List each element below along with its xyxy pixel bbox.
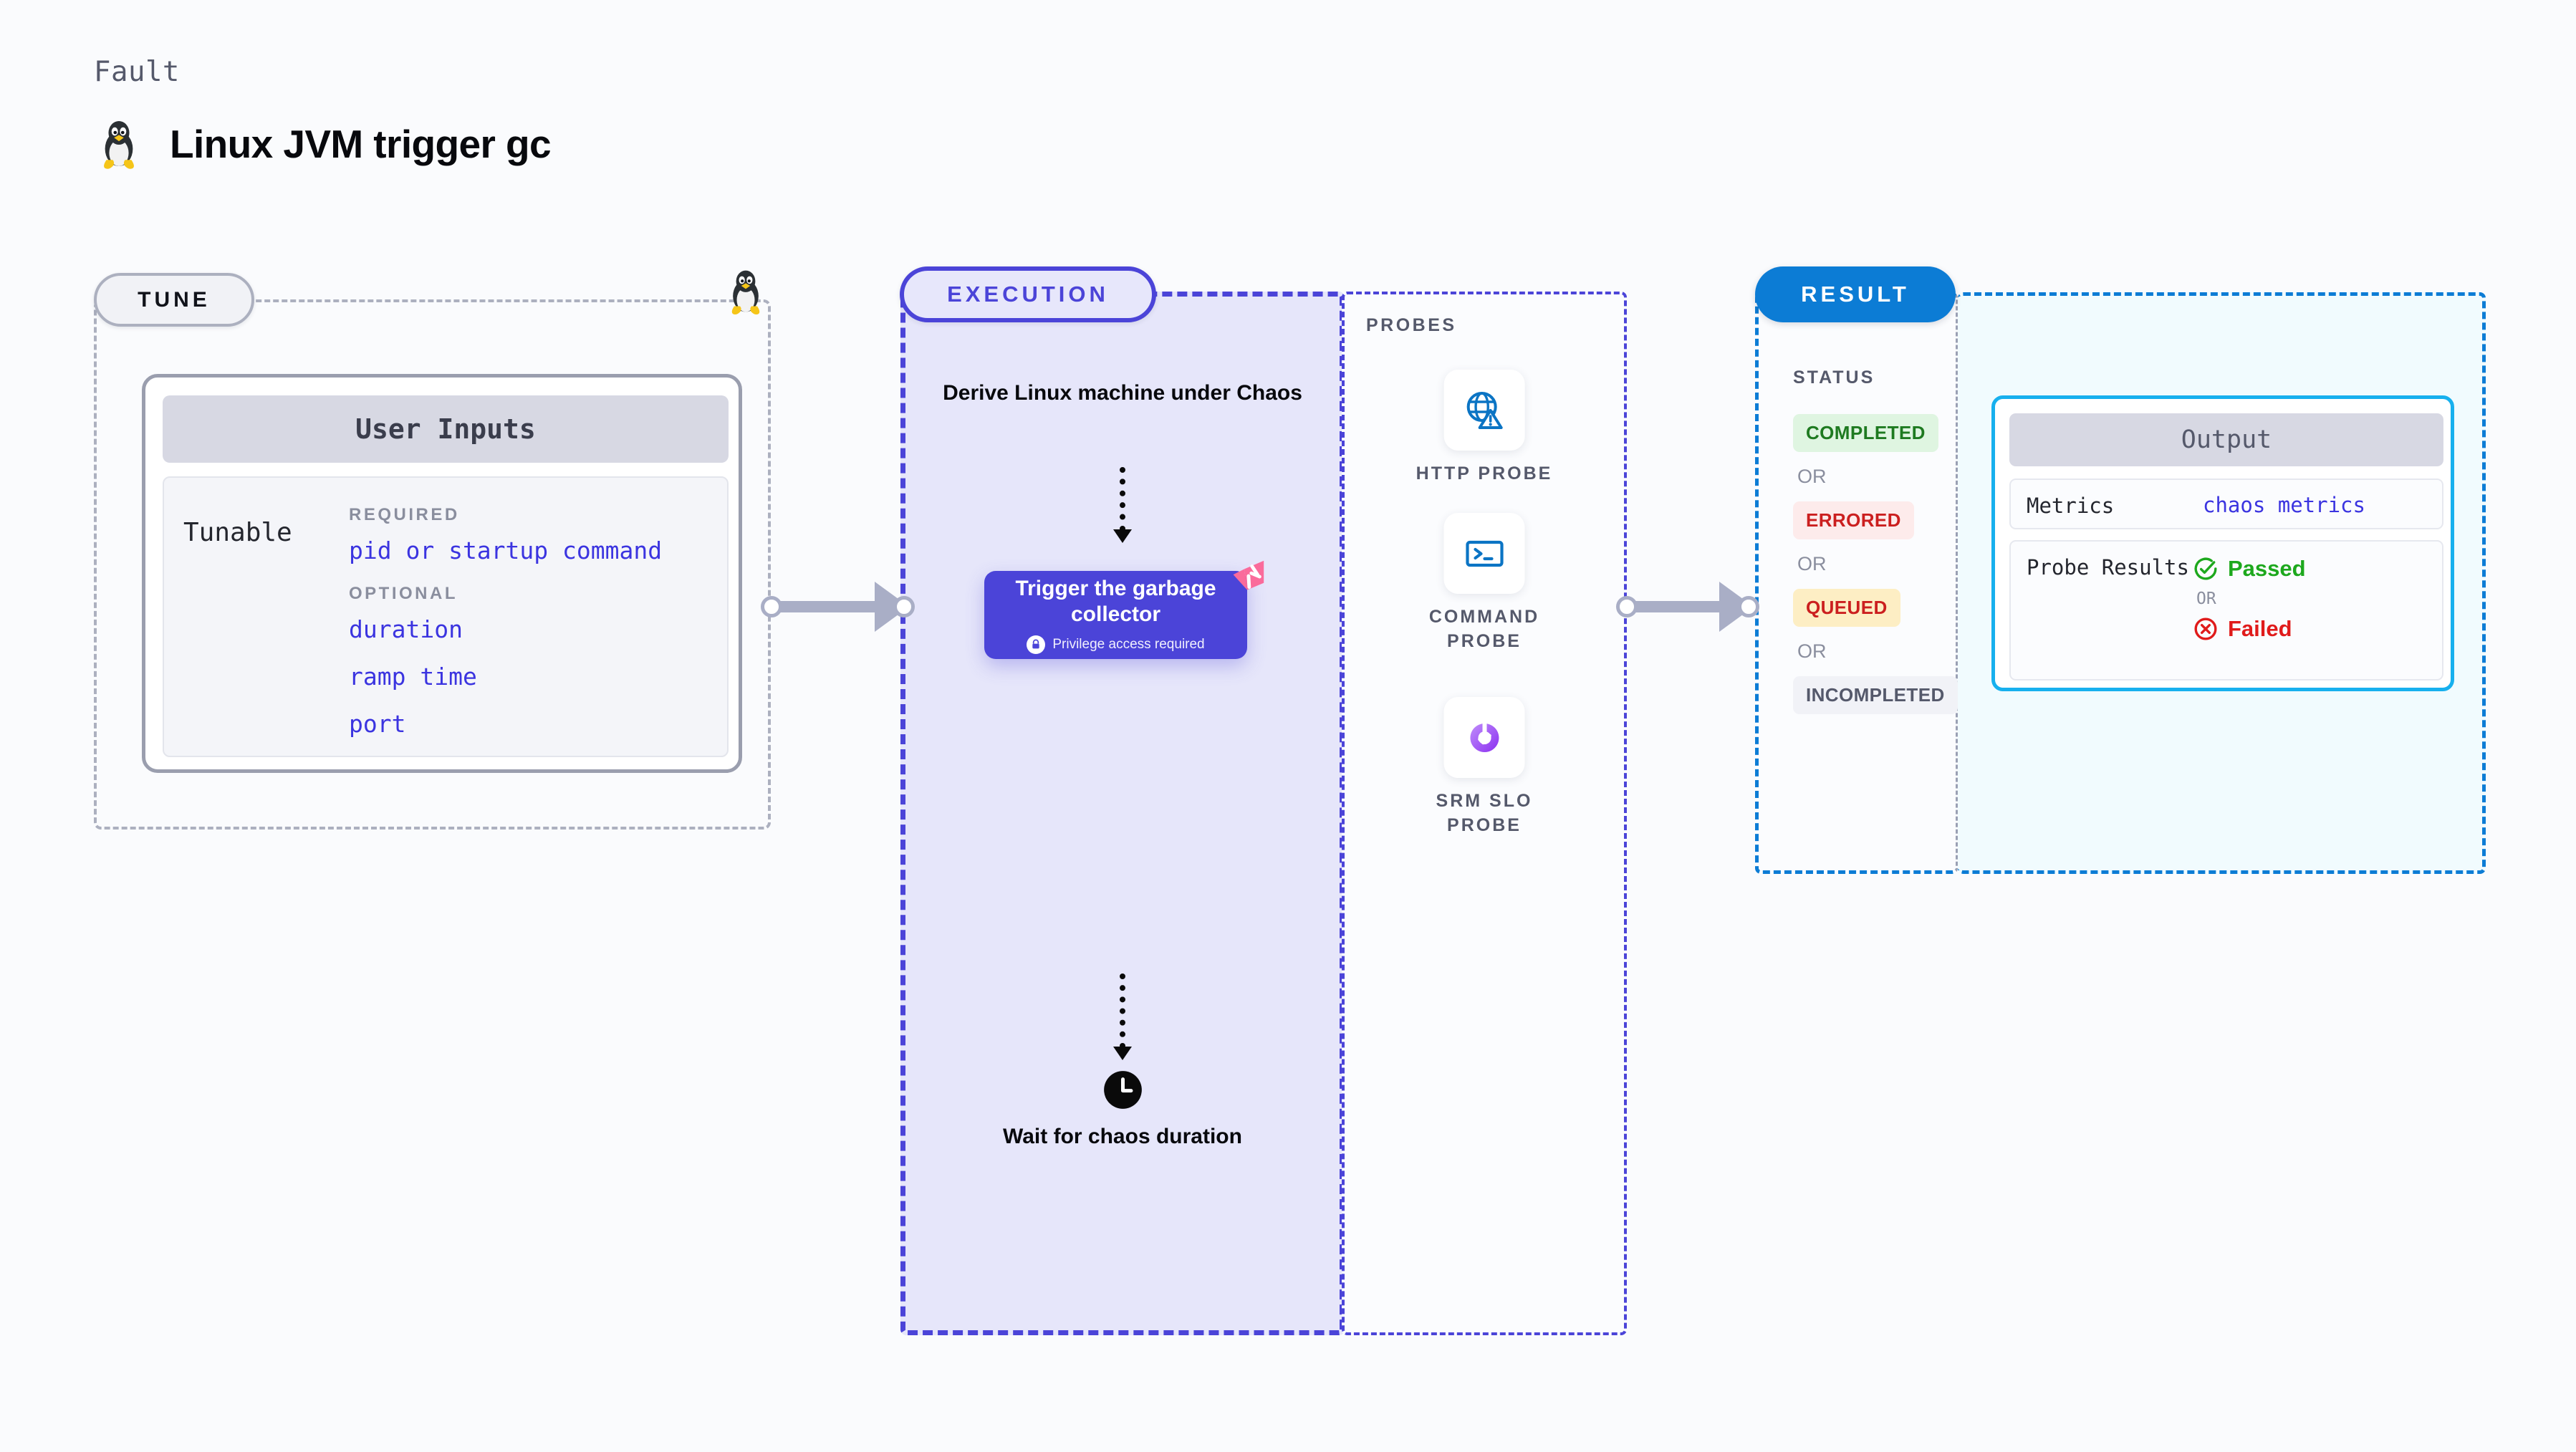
dotted-arrow-down [1113,467,1132,543]
probe-label: COMMAND PROBE [1428,607,1540,651]
x-circle-icon [2194,617,2217,640]
input-port[interactable]: port [349,710,406,738]
connector-dot-start [1616,596,1638,617]
output-card: Output Metrics chaos metrics Probe Resul… [1991,395,2454,691]
user-inputs-body: Tunable REQUIRED pid or startup command … [163,476,729,757]
status-badge: QUEUED [1793,589,1900,627]
user-inputs-card: User Inputs Tunable REQUIRED pid or star… [142,374,742,773]
tunable-label: Tunable [183,518,292,547]
execution-step-wait-text: Wait for chaos duration [1003,1125,1242,1148]
tunable-inputs-column: REQUIRED pid or startup command OPTIONAL… [349,505,662,757]
tune-pill[interactable]: TUNE [94,273,254,327]
connector-dot-start [761,596,782,617]
status-badge: ERRORED [1793,501,1914,539]
output-header: Output [2009,413,2443,466]
execution-action-block[interactable]: Trigger the garbage collector Privilege … [984,560,1264,659]
dotted-arrow-down [1113,973,1132,1060]
status-badge-list: COMPLETED OR ERRORED OR QUEUED OR INCOMP… [1793,414,1958,714]
execution-step-derive: Derive Linux machine under Chaos [943,381,1302,405]
metrics-value[interactable]: chaos metrics [2203,493,2365,517]
page-kind-label: Fault [94,56,180,88]
check-circle-icon [2194,557,2217,580]
connector-dot-end [1738,596,1759,617]
connector-line [769,601,882,612]
result-status-panel: STATUS COMPLETED OR ERRORED OR QUEUED OR… [1755,292,1958,874]
probe-results-key: Probe Results [2027,555,2189,580]
status-or: OR [1797,640,1827,662]
metrics-key: Metrics [2027,494,2115,518]
input-ramp-time[interactable]: ramp time [349,663,477,691]
input-duration[interactable]: duration [349,615,463,643]
probe-http[interactable]: HTTP PROBE [1416,370,1553,486]
execution-action-title: Trigger the garbage collector [1015,577,1216,626]
probe-tile [1443,697,1525,778]
status-or: OR [1797,466,1827,487]
arrow-head [1113,529,1132,543]
execution-panel: Derive Linux machine under Chaos Trigger… [900,292,1345,1335]
status-or: OR [1797,553,1827,574]
probes-panel: PROBES HTTP PROBE [1342,292,1627,1335]
clock-icon [1103,1071,1142,1109]
connector-execution-to-result [1616,582,1759,632]
arrow-stem [1120,467,1125,532]
probe-tile [1443,513,1525,594]
result-output-panel: Output Metrics chaos metrics Probe Resul… [1958,292,2486,874]
page-title: Linux JVM trigger gc [170,122,552,166]
connector-line [1625,601,1726,612]
harness-logo-icon [1233,560,1264,590]
lock-icon [1027,635,1046,654]
connector-dot-end [893,596,915,617]
status-section-label: STATUS [1793,367,1875,388]
output-row-metrics: Metrics chaos metrics [2009,479,2443,529]
probe-results-values: Passed OR Failed [2193,556,2306,642]
probe-srm-slo[interactable]: SRM SLO PROBE [1415,697,1554,838]
result-pill[interactable]: RESULT [1755,266,1956,322]
arrow-head [1113,1047,1132,1060]
privilege-badge: Privilege access required [1027,635,1205,654]
probe-tile [1443,370,1525,451]
linux-tux-icon [104,121,134,169]
terminal-icon [1465,540,1504,567]
input-pid-or-startup-command[interactable]: pid or startup command [349,537,663,564]
probe-result-failed-text: Failed [2228,616,2292,641]
tune-panel: User Inputs Tunable REQUIRED pid or star… [94,299,771,830]
optional-label: OPTIONAL [349,584,458,603]
probe-label: HTTP PROBE [1416,463,1553,484]
execution-step-wait: Wait for chaos duration [905,1070,1340,1152]
connector-tune-to-execution [761,582,915,632]
user-inputs-header: User Inputs [163,395,729,463]
probe-result-or: OR [2196,590,2216,608]
linux-tux-icon [731,270,760,315]
status-badge: INCOMPLETED [1793,676,1958,714]
probe-command[interactable]: COMMAND PROBE [1415,513,1554,654]
probe-label: SRM SLO PROBE [1436,791,1533,835]
probe-result-passed-text: Passed [2228,556,2306,581]
globe-warning-icon [1466,391,1503,429]
required-label: REQUIRED [349,505,460,524]
probes-section-label: PROBES [1366,315,1457,335]
page-title-row: Linux JVM trigger gc [97,118,552,170]
execution-pill[interactable]: EXECUTION [900,266,1156,322]
slo-donut-check-icon [1469,721,1499,752]
privilege-badge-text: Privilege access required [1052,637,1205,652]
arrow-stem [1120,973,1125,1049]
output-row-probe-results: Probe Results Passed OR [2009,540,2443,681]
probe-result-failed: Failed [2193,616,2306,642]
probe-result-passed: Passed [2193,556,2306,582]
status-badge: COMPLETED [1793,414,1938,452]
